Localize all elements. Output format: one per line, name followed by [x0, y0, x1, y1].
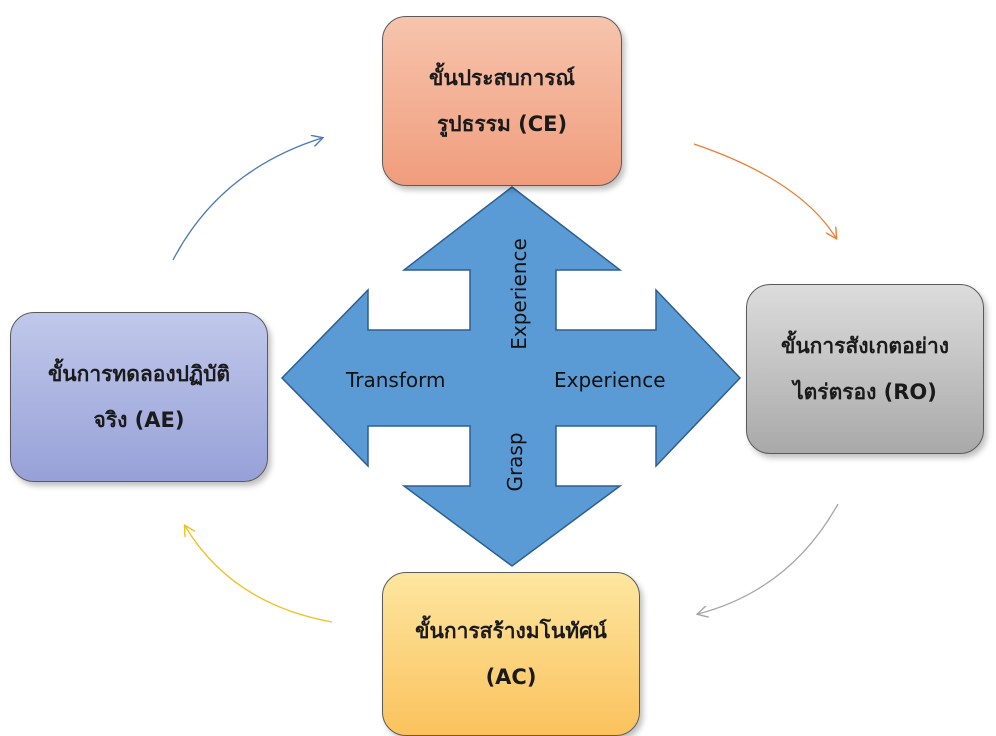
cycle-arrow-ae-to-ce [172, 138, 322, 261]
stage-abstract-conceptualization: ขั้นการสร้างมโนทัศน์ (AC) [382, 572, 640, 736]
arrow-label-right: Experience [554, 368, 666, 392]
stage-concrete-experience: ขั้นประสบการณ์ รูปธรรม (CE) [382, 16, 622, 186]
four-way-arrow [280, 186, 742, 567]
stage-ac-line-2: (AC) [485, 665, 537, 689]
stage-ce-line-1: ขั้นประสบการณ์ [428, 66, 575, 90]
arrow-label-top: Experience [507, 238, 531, 350]
arrow-label-bottom: Grasp [503, 432, 527, 492]
arrow-label-left: Transform [346, 368, 446, 392]
stage-ae-line-2: จริง (AE) [93, 408, 185, 432]
stage-ae-line-1: ขั้นการทดลองปฏิบัติ [47, 362, 231, 386]
stage-ce-line-2: รูปธรรม (CE) [436, 112, 568, 136]
cycle-arrow-ce-to-ro [693, 143, 836, 238]
stage-active-experimentation: ขั้นการทดลองปฏิบัติ จริง (AE) [10, 312, 268, 482]
cycle-arrow-ac-to-ae [185, 526, 333, 623]
stage-ro-line-2: ไตร่ตรอง (RO) [793, 380, 937, 404]
stage-ac-line-1: ขั้นการสร้างมโนทัศน์ [415, 619, 607, 643]
stage-ro-line-1: ขั้นการสังเกตอย่าง [780, 334, 950, 358]
stage-reflective-observation: ขั้นการสังเกตอย่าง ไตร่ตรอง (RO) [746, 284, 984, 454]
cycle-arrow-ro-to-ac [698, 503, 839, 614]
